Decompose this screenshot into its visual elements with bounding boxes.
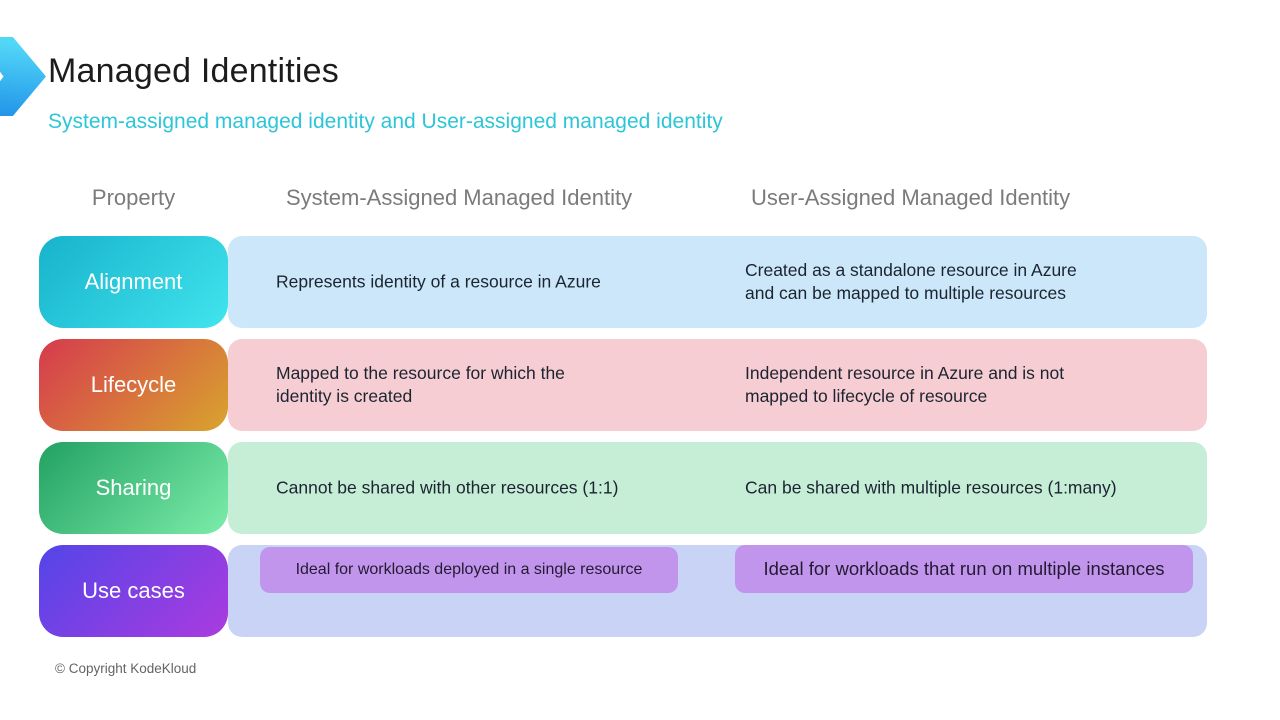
- chevron-right-icon: [0, 37, 46, 116]
- table-row-alignment: Alignment Represents identity of a resou…: [39, 236, 1207, 328]
- row-background: [228, 339, 1207, 431]
- property-pill-alignment: Alignment: [39, 236, 228, 328]
- user-assigned-cell: Can be shared with multiple resources (1…: [745, 477, 1117, 498]
- table-row-lifecycle: Lifecycle Mapped to the resource for whi…: [39, 339, 1207, 431]
- system-assigned-cell: Mapped to the resource for which the ide…: [276, 362, 565, 406]
- property-pill-use-cases: Use cases: [39, 545, 228, 637]
- column-header-system-assigned: System-Assigned Managed Identity: [286, 185, 633, 210]
- column-header-user-assigned: User-Assigned Managed Identity: [751, 185, 1071, 210]
- page-title: Managed Identities: [48, 52, 339, 90]
- user-assigned-cell: Independent resource in Azure and is not…: [745, 362, 1065, 406]
- table-row-sharing: Sharing Cannot be shared with other reso…: [39, 442, 1207, 534]
- property-pill-lifecycle: Lifecycle: [39, 339, 228, 431]
- row-background: [228, 236, 1207, 328]
- system-assigned-cell: Cannot be shared with other resources (1…: [276, 477, 619, 498]
- use-case-box-user: Ideal for workloads that run on multiple…: [735, 545, 1193, 593]
- user-assigned-cell: Created as a standalone resource in Azur…: [745, 259, 1077, 303]
- row-background: [228, 442, 1207, 534]
- page-subtitle: System-assigned managed identity and Use…: [48, 110, 723, 133]
- copyright-text: © Copyright KodeKloud: [55, 661, 197, 676]
- use-case-box-system: Ideal for workloads deployed in a single…: [260, 547, 678, 593]
- table-row-use-cases: Use cases Ideal for workloads deployed i…: [39, 545, 1207, 637]
- column-header-property: Property: [91, 185, 176, 210]
- system-assigned-cell: Represents identity of a resource in Azu…: [276, 271, 601, 292]
- property-pill-sharing: Sharing: [39, 442, 228, 534]
